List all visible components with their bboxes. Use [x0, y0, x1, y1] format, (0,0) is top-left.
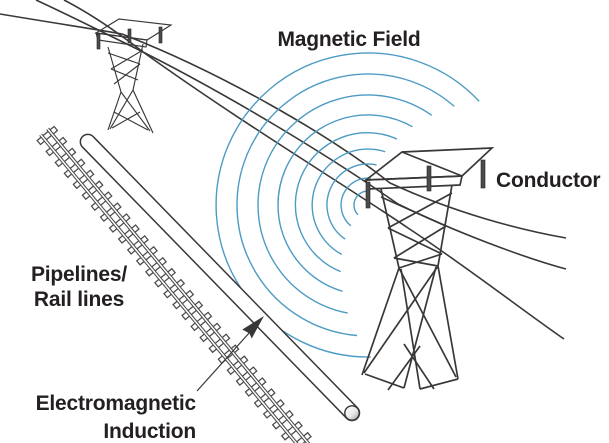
- railroad-tie: [108, 213, 131, 233]
- railroad-tie: [45, 136, 68, 157]
- svg-text:Pipelines/: Pipelines/: [31, 263, 127, 286]
- arrow-shaft: [196, 331, 251, 392]
- railroad-tie: [72, 169, 95, 190]
- conductor-line-bottom: [63, 0, 565, 340]
- railroad-tie: [54, 147, 77, 168]
- railroad-tie: [190, 311, 213, 332]
- railroad-tie: [181, 300, 204, 321]
- railroad-tie: [244, 377, 267, 397]
- railroad-track: [36, 125, 322, 443]
- railroad-tie: [126, 235, 149, 255]
- label-pipelines-rail: Pipelines/ Rail lines: [31, 263, 128, 311]
- railroad-tie: [271, 409, 294, 430]
- railroad-tie: [253, 388, 276, 408]
- pipeline-open-end: [344, 405, 360, 421]
- railroad-tie: [135, 245, 158, 266]
- label-electromagnetic-induction: Electromagnetic Induction: [36, 392, 197, 443]
- railroad-tie: [199, 322, 222, 343]
- railroad-tie: [81, 180, 104, 201]
- magnetic-field-arc: [236, 73, 455, 337]
- railroad-tie: [99, 202, 122, 222]
- railroad-tie: [163, 278, 186, 299]
- conductor-lines: [0, 0, 567, 340]
- svg-text:Electromagnetic: Electromagnetic: [36, 392, 197, 415]
- svg-text:Rail lines: Rail lines: [34, 288, 124, 311]
- conductor-line-top: [0, 13, 567, 239]
- railroad-tie: [235, 366, 258, 386]
- railroad-tie: [280, 420, 303, 441]
- railroad-tie: [289, 431, 312, 443]
- transmission-tower-near: [361, 147, 495, 391]
- railroad-tie: [90, 191, 113, 211]
- railroad-tie: [208, 333, 231, 354]
- railroad-tie: [117, 224, 140, 244]
- induction-arrow: [196, 316, 264, 392]
- railroad-tie: [172, 289, 195, 310]
- railroad-tie: [153, 267, 177, 288]
- railroad-tie: [144, 256, 168, 277]
- svg-text:Induction: Induction: [103, 420, 196, 443]
- magnetic-field-arc: [277, 114, 413, 292]
- railroad-tie: [262, 399, 285, 419]
- label-magnetic-field: Magnetic Field: [277, 28, 420, 51]
- magnetic-field-arc: [294, 132, 398, 273]
- arrowhead: [242, 316, 264, 339]
- railroad-tie: [36, 125, 59, 146]
- conductor-line-middle: [35, 0, 567, 270]
- magnetic-field-arc: [257, 94, 433, 314]
- railroad-ties: [36, 125, 322, 443]
- magnetic-field-arc: [311, 148, 386, 256]
- transmission-tower-far: [94, 18, 173, 134]
- railroad-rails: [39, 127, 311, 443]
- magnetic-field-arc: [353, 190, 369, 216]
- railroad-tie: [63, 158, 86, 179]
- magnetic-field-arc: [326, 163, 377, 240]
- railroad-tie: [226, 355, 249, 376]
- magnetic-field-arc: [340, 177, 372, 227]
- pipeline: [79, 133, 361, 422]
- label-conductor: Conductor: [496, 169, 600, 192]
